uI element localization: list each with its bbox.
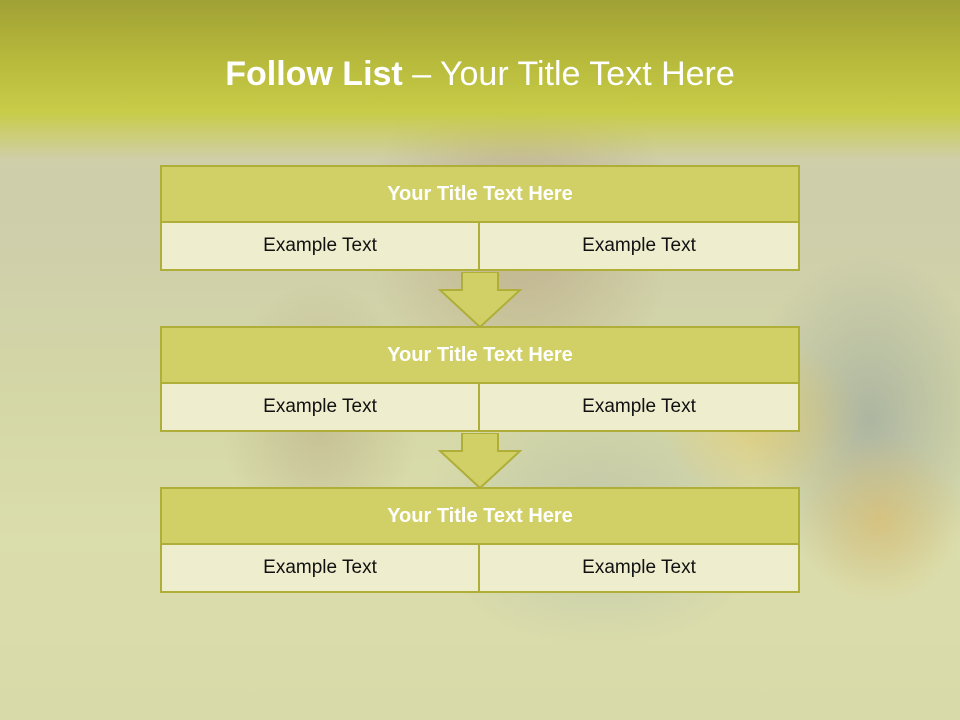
block-title: Your Title Text Here xyxy=(160,487,800,545)
block-cell-left: Example Text xyxy=(160,221,480,271)
flow-block-1: Your Title Text Here Example Text Exampl… xyxy=(160,165,800,271)
page-title-bold: Follow List xyxy=(225,55,403,93)
block-title: Your Title Text Here xyxy=(160,165,800,223)
block-cell-left: Example Text xyxy=(160,543,480,593)
block-cell-right: Example Text xyxy=(478,543,800,593)
title-band xyxy=(0,0,960,160)
block-cell-right: Example Text xyxy=(478,382,800,432)
page-title: Follow List – Your Title Text Here xyxy=(0,52,960,96)
down-arrow-icon xyxy=(438,272,522,328)
page-title-rest: – Your Title Text Here xyxy=(402,55,735,93)
block-cell-left: Example Text xyxy=(160,382,480,432)
flow-block-2: Your Title Text Here Example Text Exampl… xyxy=(160,326,800,432)
flow-block-3: Your Title Text Here Example Text Exampl… xyxy=(160,487,800,593)
down-arrow-icon xyxy=(438,433,522,489)
block-title: Your Title Text Here xyxy=(160,326,800,384)
block-cell-right: Example Text xyxy=(478,221,800,271)
